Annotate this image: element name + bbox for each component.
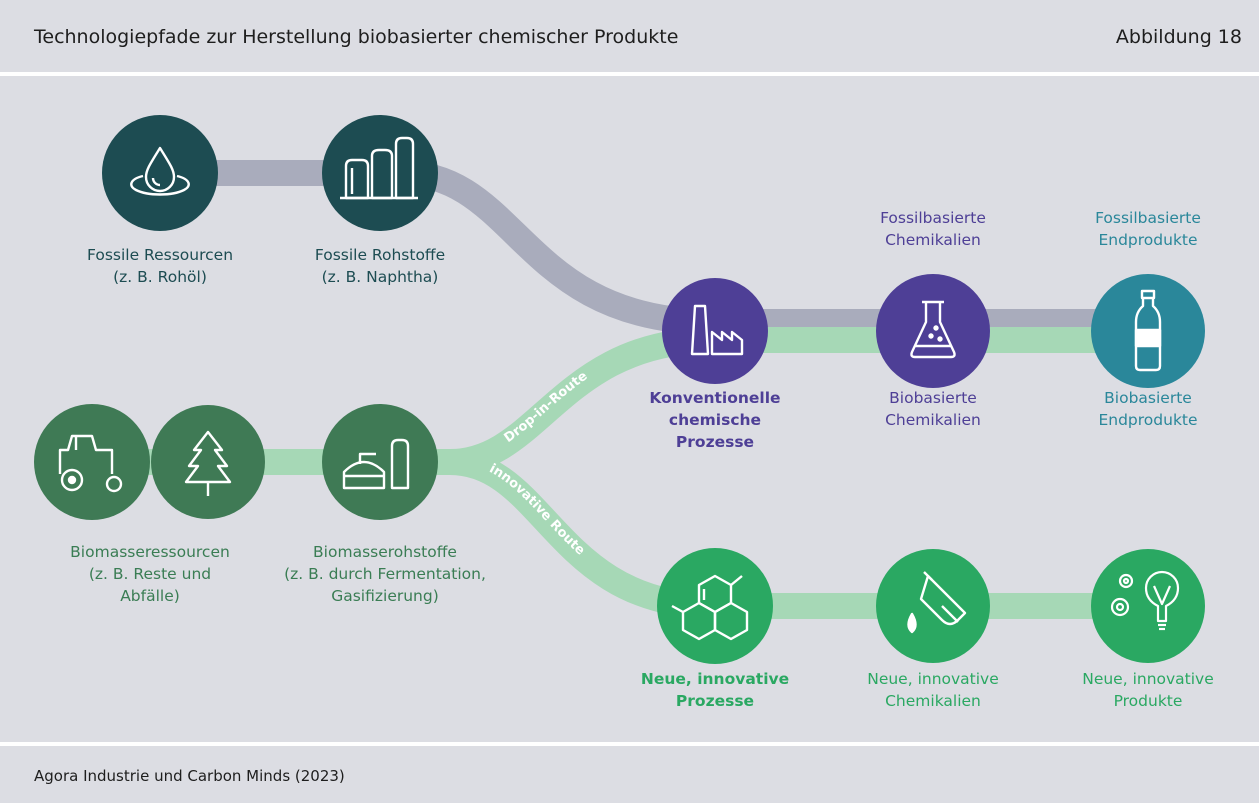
biomass-resources-node	[34, 404, 265, 520]
factory-icon	[690, 304, 744, 356]
new-products-node	[1091, 549, 1205, 663]
bottle-icon	[1134, 289, 1162, 372]
bio-endproducts-node	[1091, 274, 1205, 388]
new-processes-node	[657, 548, 773, 664]
fossil-resources-label: Fossile Ressourcen (z. B. Rohöl)	[86, 246, 234, 286]
figure-title: Technologiepfade zur Herstellung biobasi…	[34, 26, 679, 48]
diagram-canvas: Drop-in-Route innovative Route	[0, 76, 1259, 742]
fossil-endproducts-label: Fossilbasierte Endprodukte	[1095, 209, 1201, 249]
biomass-resources-label: Biomasseressourcen (z. B. Reste und Abfä…	[70, 543, 230, 605]
fossil-feedstocks-node	[322, 115, 438, 231]
figure-number: Abbildung 18	[1115, 26, 1242, 48]
molecule-icon	[671, 574, 749, 641]
flask-icon	[910, 300, 956, 359]
conventional-processes-node	[662, 278, 768, 384]
biogas-plant-icon	[342, 438, 410, 490]
new-chemicals-label: Neue, innovative Chemikalien	[867, 670, 999, 710]
new-processes-label: Neue, innovative Prozesse	[640, 670, 790, 710]
test-tube-icon	[907, 571, 967, 634]
bio-chemicals-node	[876, 274, 990, 388]
biomass-feedstocks-label: Biomasserohstoffe (z. B. durch Fermentat…	[284, 543, 486, 605]
source-note: Agora Industrie und Carbon Minds (2023)	[34, 767, 345, 785]
oil-drop-icon	[130, 146, 190, 196]
bio-chemicals-label: Biobasierte Chemikalien	[885, 389, 981, 429]
tractor-icon	[58, 434, 123, 493]
conventional-processes-label: Konventionelle chemische Prozesse	[649, 389, 781, 451]
storage-tanks-icon	[340, 136, 418, 200]
fossil-feedstocks-label: Fossile Rohstoffe (z. B. Naphtha)	[314, 246, 446, 286]
gears-lightbulb-icon	[1110, 570, 1180, 631]
drop-in-route-label: Drop-in-Route	[501, 369, 590, 446]
biomass-feedstocks-node	[322, 404, 438, 520]
fossil-resources-node	[102, 115, 218, 231]
fossil-chemicals-label: Fossilbasierte Chemikalien	[880, 209, 986, 249]
tree-icon	[184, 430, 232, 496]
figure-footer: Agora Industrie und Carbon Minds (2023)	[0, 746, 1259, 803]
new-chemicals-node	[876, 549, 990, 663]
new-products-label: Neue, innovative Produkte	[1082, 670, 1214, 710]
figure-header: Technologiepfade zur Herstellung biobasi…	[0, 0, 1259, 72]
bio-endproducts-label: Biobasierte Endprodukte	[1098, 389, 1198, 429]
pathway-diagram: Drop-in-Route innovative Route	[34, 115, 1205, 664]
